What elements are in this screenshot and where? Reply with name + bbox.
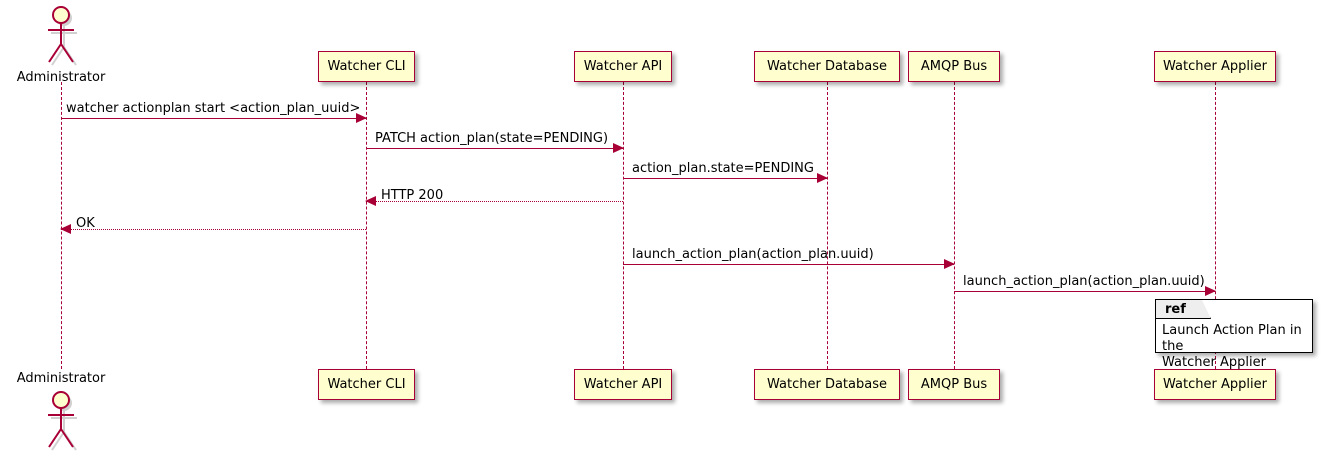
- message-label-4: HTTP 200: [381, 188, 444, 203]
- lifeline-watcher-applier: [1215, 82, 1216, 369]
- participant-watcher-api-bottom[interactable]: Watcher API: [574, 369, 672, 400]
- arrowhead-left-icon: [60, 224, 71, 234]
- actor-figure-administrator-bottom: [48, 391, 77, 451]
- message-line-4: [366, 201, 623, 202]
- message-label-5: OK: [76, 216, 95, 231]
- participant-watcher-database-top[interactable]: Watcher Database: [754, 51, 900, 82]
- participant-watcher-applier-top[interactable]: Watcher Applier: [1154, 51, 1276, 82]
- message-line-2: [366, 148, 623, 149]
- lifeline-amqp-bus: [954, 82, 955, 369]
- participant-watcher-database-bottom[interactable]: Watcher Database: [754, 369, 900, 400]
- actor-figure-administrator-top: [48, 6, 77, 66]
- arrowhead-right-icon: [1205, 286, 1216, 296]
- participant-watcher-applier-bottom[interactable]: Watcher Applier: [1154, 369, 1276, 400]
- message-line-3: [623, 178, 827, 179]
- arrowhead-right-icon: [356, 113, 367, 123]
- lifeline-watcher-database: [827, 82, 828, 369]
- lifeline-watcher-cli: [366, 82, 367, 369]
- ref-fragment-keyword: ref: [1156, 300, 1211, 319]
- arrowhead-right-icon: [944, 259, 955, 269]
- message-line-7: [954, 291, 1215, 292]
- participant-watcher-cli-bottom[interactable]: Watcher CLI: [318, 369, 415, 400]
- participant-amqp-bus-bottom[interactable]: AMQP Bus: [908, 369, 1000, 400]
- lifeline-watcher-api: [623, 82, 624, 369]
- participant-watcher-cli-top[interactable]: Watcher CLI: [318, 51, 415, 82]
- participant-amqp-bus-top[interactable]: AMQP Bus: [908, 51, 1000, 82]
- message-label-1: watcher actionplan start <action_plan_uu…: [66, 101, 361, 116]
- message-line-6: [623, 264, 954, 265]
- message-label-3: action_plan.state=PENDING: [632, 161, 814, 176]
- message-label-7: launch_action_plan(action_plan.uuid): [963, 274, 1205, 289]
- arrowhead-right-icon: [613, 143, 624, 153]
- message-label-6: launch_action_plan(action_plan.uuid): [632, 247, 874, 262]
- message-line-1: [61, 118, 366, 119]
- participant-watcher-api-top[interactable]: Watcher API: [574, 51, 672, 82]
- arrowhead-left-icon: [365, 196, 376, 206]
- message-line-5: [61, 229, 366, 230]
- arrowhead-right-icon: [817, 173, 828, 183]
- message-label-2: PATCH action_plan(state=PENDING): [375, 131, 609, 146]
- ref-fragment-text: Launch Action Plan in the Watcher Applie…: [1162, 323, 1302, 370]
- participant-label-administrator-bottom: Administrator: [16, 371, 106, 386]
- participant-label-administrator-top: Administrator: [16, 70, 106, 85]
